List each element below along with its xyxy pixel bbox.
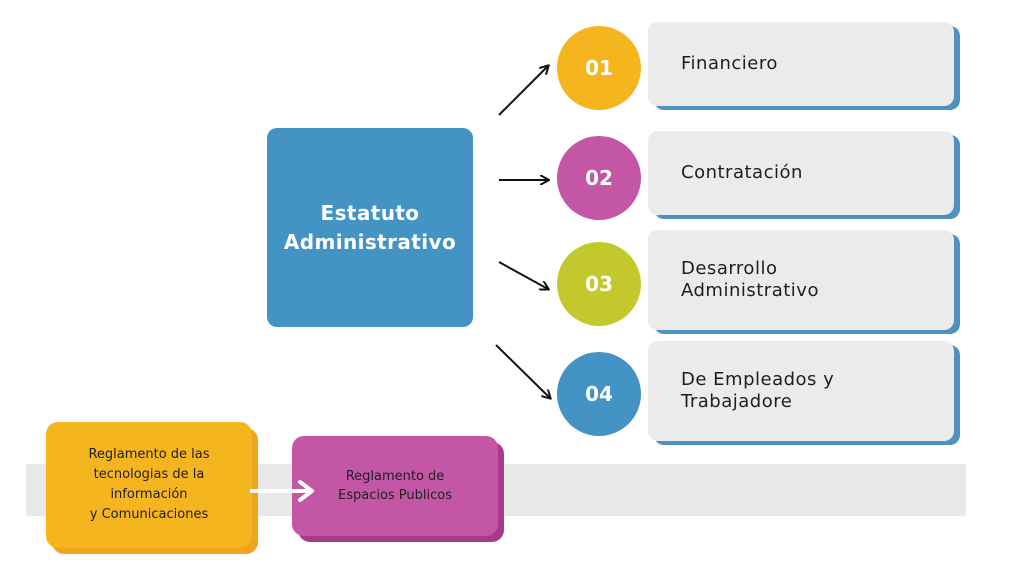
- branch-number-04: 04: [557, 352, 641, 436]
- branch-number-02: 02: [557, 136, 641, 220]
- reglamento-espacios-box: Reglamento de Espacios Publicos: [292, 436, 498, 536]
- branch-card-03: Desarrollo Administrativo: [648, 230, 954, 330]
- branch-number-03: 03: [557, 242, 641, 326]
- branch-label-03: Desarrollo Administrativo: [681, 258, 819, 301]
- reglamento-tic-box: Reglamento de las tecnologias de la info…: [46, 422, 252, 548]
- arrow-to-01: [498, 66, 548, 116]
- branch-label-04: De Empleados y Trabajadore: [681, 369, 835, 412]
- branch-label-01: Financiero: [681, 53, 778, 74]
- branch-number-01: 01: [557, 26, 641, 110]
- branch-label-02: Contratación: [681, 162, 803, 183]
- arrow-to-03: [498, 261, 548, 289]
- arrow-to-04: [495, 344, 550, 398]
- branch-card-02: Contratación: [648, 131, 954, 215]
- main-node-estatuto: Estatuto Administrativo: [267, 128, 473, 327]
- branch-card-04: De Empleados y Trabajadore: [648, 341, 954, 441]
- branch-card-01: Financiero: [648, 22, 954, 106]
